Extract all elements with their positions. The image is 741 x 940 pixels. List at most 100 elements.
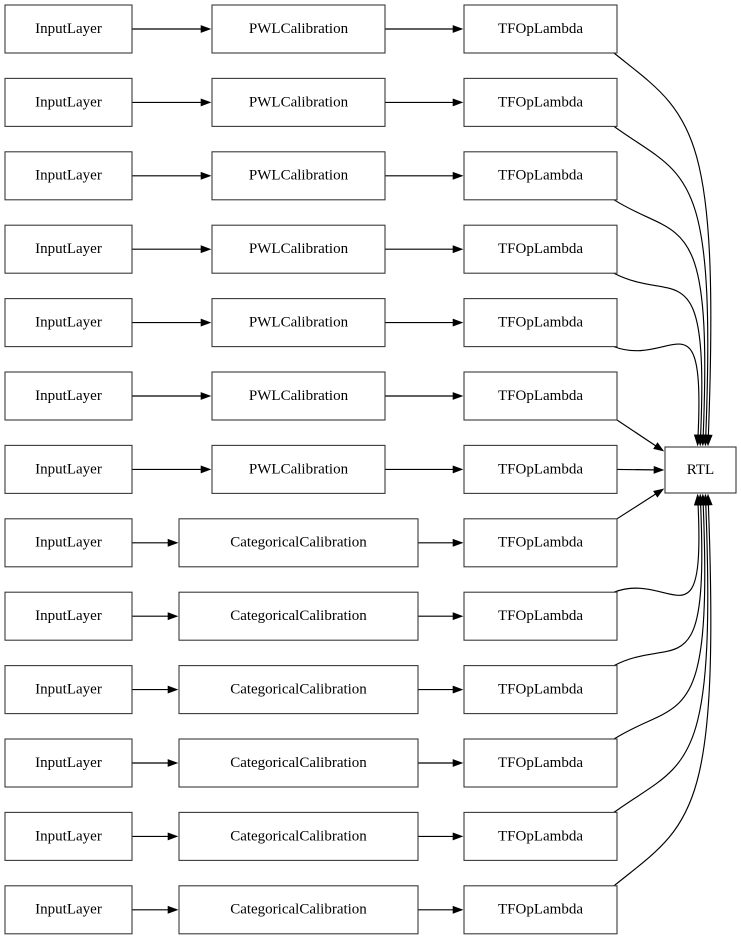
node-input-layer-2-label: InputLayer (35, 94, 102, 110)
edge-input-to-calibration-5 (132, 318, 212, 327)
node-categoricalcalibration-10[interactable]: CategoricalCalibration (178, 665, 419, 715)
node-input-layer-10-box (4, 665, 133, 715)
node-tfop-lambda-3[interactable]: TFOpLambda (463, 151, 618, 201)
node-pwlcalibration-7[interactable]: PWLCalibration (211, 444, 386, 494)
node-input-layer-4[interactable]: InputLayer (4, 224, 133, 274)
edge-input-to-calibration-3 (132, 171, 212, 180)
node-tfop-lambda-10[interactable]: TFOpLambda (463, 665, 618, 715)
node-tfop-lambda-13[interactable]: TFOpLambda (463, 885, 618, 935)
node-input-layer-5[interactable]: InputLayer (4, 298, 133, 348)
node-input-layer-1[interactable]: InputLayer (4, 4, 133, 54)
edge-calibration-to-op-8-arrowhead (452, 538, 464, 547)
edge-op-to-rtl-13 (613, 493, 713, 887)
node-categoricalcalibration-9-box (178, 591, 419, 641)
edge-input-to-calibration-13-arrowhead (167, 905, 179, 914)
edge-op-to-rtl-1-line (613, 52, 712, 436)
edge-input-to-calibration-12 (132, 832, 179, 841)
node-tfop-lambda-12[interactable]: TFOpLambda (463, 811, 618, 861)
node-input-layer-8[interactable]: InputLayer (4, 518, 133, 568)
edge-input-to-calibration-3-arrowhead (200, 171, 212, 180)
node-input-layer-2[interactable]: InputLayer (4, 77, 133, 127)
edge-calibration-to-op-2-arrowhead (452, 98, 464, 107)
node-categoricalcalibration-8-box (178, 518, 419, 568)
node-input-layer-3[interactable]: InputLayer (4, 151, 133, 201)
node-rtl[interactable]: RTL (664, 446, 737, 494)
node-input-layer-12-box (4, 811, 133, 861)
node-pwlcalibration-2[interactable]: PWLCalibration (211, 77, 386, 127)
node-tfop-lambda-1-box (463, 4, 618, 54)
node-tfop-lambda-6[interactable]: TFOpLambda (463, 371, 618, 421)
node-tfop-lambda-11[interactable]: TFOpLambda (463, 738, 618, 788)
node-input-layer-13[interactable]: InputLayer (4, 885, 133, 935)
edge-input-to-calibration-8-arrowhead (167, 538, 179, 547)
node-input-layer-10[interactable]: InputLayer (4, 665, 133, 715)
edge-calibration-to-op-7-arrowhead (452, 465, 464, 474)
node-tfop-lambda-8-label: TFOpLambda (498, 535, 583, 551)
edge-calibration-to-op-12 (418, 832, 464, 841)
node-input-layer-7[interactable]: InputLayer (4, 444, 133, 494)
edge-op-to-rtl-8 (616, 488, 665, 520)
edge-op-to-rtl-8-line (616, 493, 656, 520)
edge-input-to-calibration-4-arrowhead (200, 245, 212, 254)
node-categoricalcalibration-13[interactable]: CategoricalCalibration (178, 885, 419, 935)
node-tfop-lambda-6-box (463, 371, 618, 421)
node-input-layer-11[interactable]: InputLayer (4, 738, 133, 788)
edge-op-to-rtl-11 (613, 493, 708, 740)
node-categoricalcalibration-12[interactable]: CategoricalCalibration (178, 811, 419, 861)
edge-input-to-calibration-7 (132, 465, 212, 474)
edge-op-to-rtl-8-arrowhead (653, 488, 665, 498)
node-tfop-lambda-1[interactable]: TFOpLambda (463, 4, 618, 54)
node-tfop-lambda-9[interactable]: TFOpLambda (463, 591, 618, 641)
node-pwlcalibration-6[interactable]: PWLCalibration (211, 371, 386, 421)
node-tfop-lambda-10-label: TFOpLambda (498, 682, 583, 698)
node-tfop-lambda-8[interactable]: TFOpLambda (463, 518, 618, 568)
edge-op-to-rtl-10-line (613, 504, 703, 667)
node-rtl-box (664, 446, 737, 494)
node-tfop-lambda-7[interactable]: TFOpLambda (463, 444, 618, 494)
node-input-layer-12[interactable]: InputLayer (4, 811, 133, 861)
edge-op-to-rtl-9 (613, 493, 703, 596)
edge-calibration-to-op-3 (385, 171, 464, 180)
edge-input-to-calibration-1-arrowhead (200, 25, 212, 33)
node-categoricalcalibration-11[interactable]: CategoricalCalibration (178, 738, 419, 788)
node-tfop-lambda-2-label: TFOpLambda (498, 94, 583, 110)
edge-input-to-calibration-2 (132, 98, 212, 107)
node-pwlcalibration-3[interactable]: PWLCalibration (211, 151, 386, 201)
node-input-layer-3-label: InputLayer (35, 168, 102, 184)
edge-input-to-calibration-5-arrowhead (200, 318, 212, 327)
node-tfop-lambda-5[interactable]: TFOpLambda (463, 298, 618, 348)
node-pwlcalibration-1[interactable]: PWLCalibration (211, 4, 386, 54)
edge-calibration-to-op-2 (385, 98, 464, 107)
node-tfop-lambda-2[interactable]: TFOpLambda (463, 77, 618, 127)
edge-input-to-calibration-1 (132, 25, 212, 33)
node-pwlcalibration-5-box (211, 298, 386, 348)
edge-input-to-calibration-11 (132, 759, 179, 767)
node-categoricalcalibration-12-box (178, 811, 419, 861)
node-input-layer-9[interactable]: InputLayer (4, 591, 133, 641)
node-tfop-lambda-10-box (463, 665, 618, 715)
node-pwlcalibration-3-label: PWLCalibration (249, 168, 349, 184)
edge-input-to-calibration-9 (132, 612, 179, 621)
node-tfop-lambda-4[interactable]: TFOpLambda (463, 224, 618, 274)
node-tfop-lambda-9-label: TFOpLambda (498, 608, 583, 624)
edge-op-to-rtl-5 (613, 343, 703, 447)
node-pwlcalibration-7-box (211, 444, 386, 494)
node-pwlcalibration-1-box (211, 4, 386, 54)
edge-op-to-rtl-6-arrowhead (653, 442, 665, 452)
edge-op-to-rtl-3-line (613, 199, 706, 436)
node-pwlcalibration-5-label: PWLCalibration (249, 315, 349, 331)
edge-input-to-calibration-9-arrowhead (167, 612, 179, 621)
node-tfop-lambda-3-box (463, 151, 618, 201)
node-pwlcalibration-5[interactable]: PWLCalibration (211, 298, 386, 348)
edge-input-to-calibration-4 (132, 245, 212, 254)
node-input-layer-6[interactable]: InputLayer (4, 371, 133, 421)
node-categoricalcalibration-8[interactable]: CategoricalCalibration (178, 518, 419, 568)
edge-calibration-to-op-10-arrowhead (452, 685, 464, 694)
edge-op-to-rtl-2-line (613, 125, 709, 436)
edge-op-to-rtl-2 (613, 125, 711, 447)
node-tfop-lambda-4-label: TFOpLambda (498, 241, 583, 257)
node-pwlcalibration-4[interactable]: PWLCalibration (211, 224, 386, 274)
node-categoricalcalibration-9[interactable]: CategoricalCalibration (178, 591, 419, 641)
